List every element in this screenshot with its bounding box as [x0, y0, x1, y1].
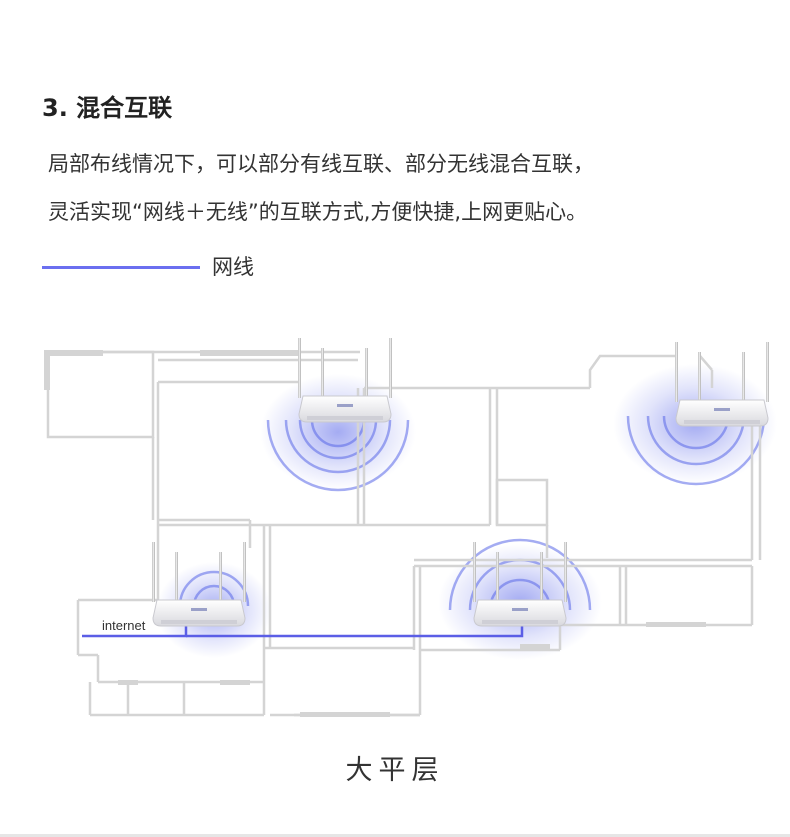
floor-plan-diagram: internet	[44, 337, 777, 717]
description-line-1: 局部布线情况下，可以部分有线互联、部分无线混合互联，	[48, 152, 594, 176]
description: 局部布线情况下，可以部分有线互联、部分无线混合互联， 灵活实现“网线＋无线”的互…	[48, 140, 594, 236]
internet-label: internet	[102, 618, 146, 633]
legend: 网线	[42, 252, 302, 282]
ethernet-cable	[82, 626, 524, 638]
section-title: 3. 混合互联	[42, 94, 173, 122]
legend-cable-line	[42, 266, 200, 269]
diagram-caption: 大平层	[345, 755, 445, 786]
description-line-2: 灵活实现“网线＋无线”的互联方式,方便快捷,上网更贴心。	[48, 200, 588, 224]
legend-label: 网线	[212, 255, 254, 279]
floor-plan-walls	[46, 350, 762, 717]
wall-thick-segments	[44, 350, 706, 717]
bottom-divider	[0, 834, 790, 837]
